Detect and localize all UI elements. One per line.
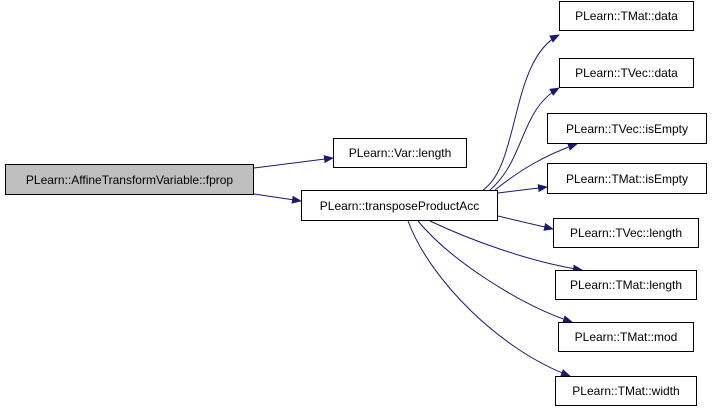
edge-root-to-transpose-product-acc — [253, 193, 302, 204]
node-label: PLearn::TMat::isEmpty — [565, 171, 689, 186]
node-tvec-isempty[interactable]: PLearn::TVec::isEmpty — [547, 113, 707, 144]
node-tmat-mod[interactable]: PLearn::TMat::mod — [558, 322, 694, 352]
node-var-length[interactable]: PLearn::Var::length — [333, 138, 467, 168]
node-label: PLearn::TMat::width — [572, 384, 680, 398]
edge-root-to-var-length — [253, 155, 334, 169]
node-tmat-length[interactable]: PLearn::TMat::length — [555, 270, 697, 300]
node-label: PLearn::TVec::data — [575, 66, 678, 80]
node-tvec-data[interactable]: PLearn::TVec::data — [559, 58, 694, 88]
edge-tpa-to-tvec-length — [497, 215, 554, 231]
node-label: PLearn::TMat::data — [575, 9, 678, 23]
edge-tpa-to-tmat-width — [407, 220, 571, 377]
node-label: PLearn::TVec::isEmpty — [565, 121, 689, 136]
node-affine-transform-variable-fprop: PLearn::AffineTransformVariable::fprop — [5, 164, 254, 195]
edge-tpa-to-tvec-isempty — [494, 143, 578, 191]
edge-tpa-to-tvec-data — [489, 87, 560, 191]
node-label: PLearn::TMat::mod — [574, 330, 678, 344]
node-tvec-length[interactable]: PLearn::TVec::length — [553, 218, 699, 248]
edge-tpa-to-tmat-data — [482, 34, 560, 191]
node-label: PLearn::transposeProductAcc — [319, 198, 480, 213]
edge-tpa-to-tmat-length — [429, 220, 583, 273]
node-label: PLearn::TVec::length — [569, 226, 683, 240]
node-tmat-width[interactable]: PLearn::TMat::width — [555, 376, 697, 406]
node-tmat-data[interactable]: PLearn::TMat::data — [559, 1, 694, 31]
node-label: PLearn::Var::length — [348, 146, 452, 160]
node-tmat-isempty[interactable]: PLearn::TMat::isEmpty — [547, 163, 707, 194]
node-transpose-product-acc[interactable]: PLearn::transposeProductAcc — [301, 190, 498, 221]
edge-tpa-to-tmat-isempty — [497, 184, 548, 194]
edge-tpa-to-tmat-mod — [417, 220, 573, 324]
node-label: PLearn::TMat::length — [569, 278, 683, 292]
node-label: PLearn::AffineTransformVariable::fprop — [25, 172, 234, 187]
